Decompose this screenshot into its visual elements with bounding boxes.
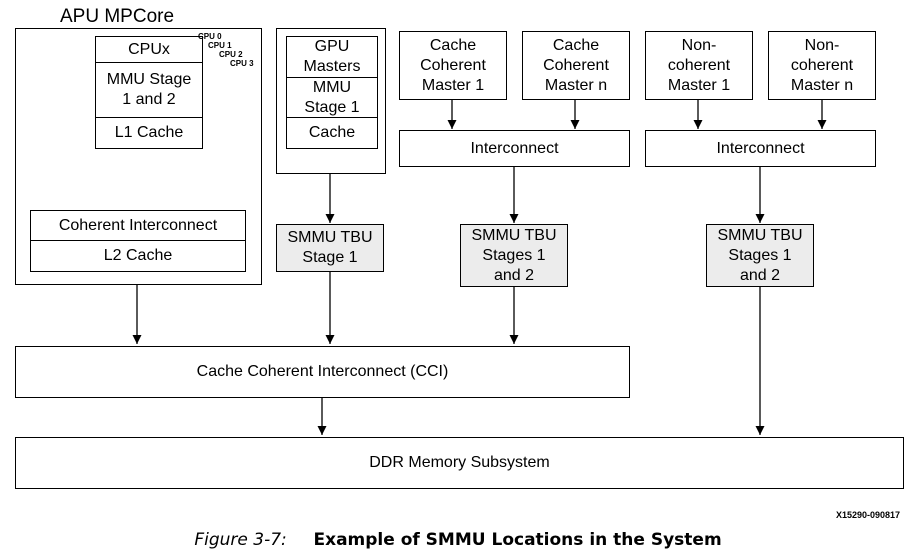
nc-master-1-label: Non- coherent Master 1 <box>667 36 731 94</box>
gpu-inner-block <box>286 36 378 149</box>
gpu-cache-label: Cache <box>308 124 356 141</box>
cpux-label: CPUx <box>128 40 170 58</box>
cc-smmu-tbu-block <box>460 224 568 287</box>
cci-block <box>15 346 630 398</box>
cpu0-tag: CPU 0 <box>198 32 222 41</box>
cc-interconnect-block <box>399 130 630 167</box>
mmu-stage-label: MMU Stage 1 and 2 <box>106 71 192 108</box>
cpu2-tag: CPU 2 <box>219 50 243 59</box>
l2-cache-block <box>30 240 246 272</box>
cpu3-tag: CPU 3 <box>230 59 254 68</box>
gpu-smmu-tbu-block <box>276 224 384 272</box>
l2-cache-label: L2 Cache <box>103 247 173 264</box>
cci-label: Cache Coherent Interconnect (CCI) <box>196 363 449 380</box>
ddr-block <box>15 437 904 489</box>
gpu-masters-label: GPU Masters <box>303 38 361 75</box>
nc-master-1-block <box>645 31 753 100</box>
nc-master-n-block <box>768 31 876 100</box>
l1-cache-label: L1 Cache <box>114 124 184 141</box>
nc-master-n-label: Non- coherent Master n <box>790 36 854 94</box>
nc-smmu-tbu-label: SMMU TBU Stages 1 and 2 <box>717 226 803 284</box>
nc-smmu-tbu-block <box>706 224 814 287</box>
mmu-stage-block <box>95 62 203 118</box>
cc-master-n-block <box>522 31 630 100</box>
cc-smmu-tbu-label: SMMU TBU Stages 1 and 2 <box>471 226 557 284</box>
cpu1-tag: CPU 1 <box>208 41 232 50</box>
figure-title: Example of SMMU Locations in the System <box>313 530 722 550</box>
cc-master-n-label: Cache Coherent Master n <box>543 36 609 94</box>
coherent-interconnect-label: Coherent Interconnect <box>58 216 218 234</box>
cc-interconnect-label: Interconnect <box>470 139 559 157</box>
cpux-block <box>95 36 203 149</box>
ddr-label: DDR Memory Subsystem <box>369 454 550 471</box>
gpu-mmu-label: MMU Stage 1 <box>304 78 360 116</box>
figure-caption: Figure 3-7: Example of SMMU Locations in… <box>0 530 916 550</box>
nc-interconnect-label: Interconnect <box>716 139 805 157</box>
cc-master-1-label: Cache Coherent Master 1 <box>420 36 486 94</box>
figure-id: X15290-090817 <box>835 510 900 520</box>
gpu-smmu-tbu-label: SMMU TBU Stage 1 <box>287 229 373 266</box>
figure-number: Figure 3-7: <box>194 530 287 550</box>
gpu-mmu-block <box>286 77 378 118</box>
apu-title: APU MPCore <box>60 6 175 27</box>
cc-master-1-block <box>399 31 507 100</box>
nc-interconnect-block <box>645 130 876 167</box>
